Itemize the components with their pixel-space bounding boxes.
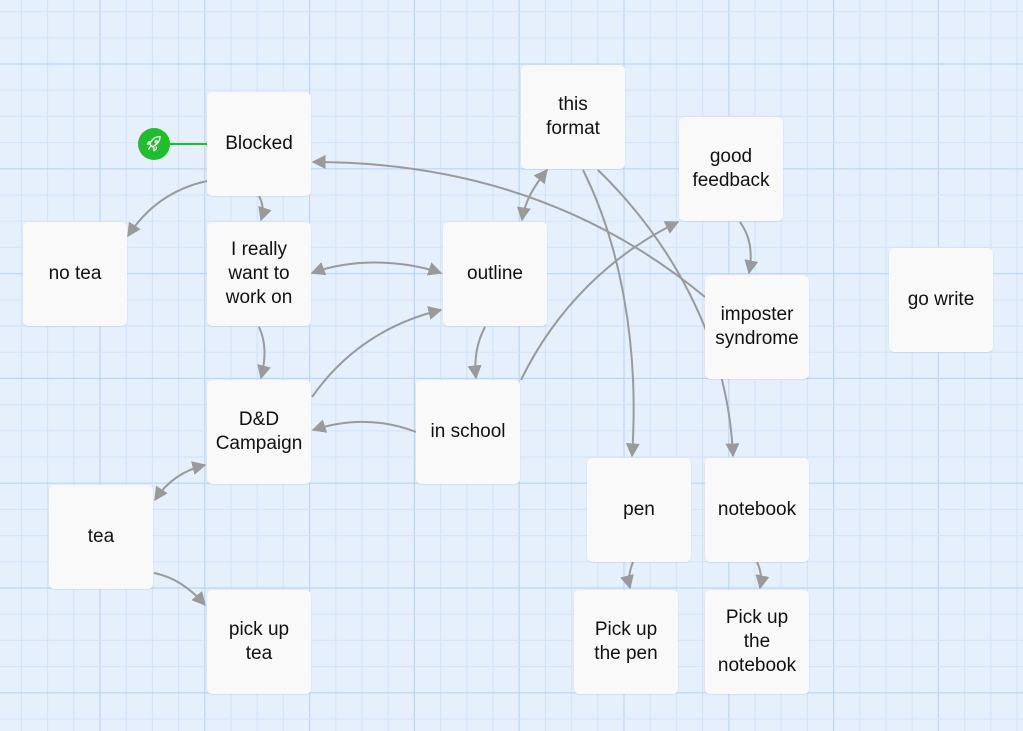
node-good-feedback[interactable]: good feedback	[679, 117, 783, 221]
node-go-write[interactable]: go write	[889, 248, 993, 352]
node-notebook[interactable]: notebook	[705, 458, 809, 562]
node-tea[interactable]: tea	[49, 485, 153, 589]
rocket-icon	[146, 135, 161, 152]
node-really-want[interactable]: I really want to work on	[207, 222, 311, 326]
node-pick-up-tea[interactable]: pick up tea	[207, 590, 311, 694]
node-imposter-syndrome[interactable]: imposter syndrome	[705, 275, 809, 379]
start-marker[interactable]	[138, 128, 170, 160]
node-outline[interactable]: outline	[443, 222, 547, 326]
node-this-format[interactable]: this format	[521, 65, 625, 169]
node-blocked[interactable]: Blocked	[207, 92, 311, 196]
start-connector	[168, 143, 207, 145]
node-pen[interactable]: pen	[587, 458, 691, 562]
node-pick-up-pen[interactable]: Pick up the pen	[574, 590, 678, 694]
node-pick-up-notebook[interactable]: Pick up the notebook	[705, 590, 809, 694]
node-dnd-campaign[interactable]: D&D Campaign	[207, 380, 311, 484]
node-in-school[interactable]: in school	[416, 380, 520, 484]
node-no-tea[interactable]: no tea	[23, 222, 127, 326]
